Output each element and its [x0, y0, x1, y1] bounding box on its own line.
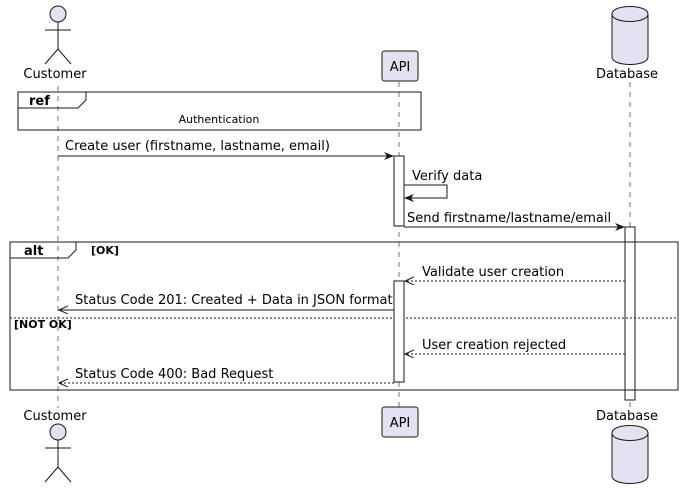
alt-frame: alt [OK] [NOT OK]: [9, 241, 679, 391]
ref-frame: ref Authentication: [17, 91, 422, 131]
alt-not-ok-guard: [NOT OK]: [14, 318, 72, 331]
status-400-label: Status Code 400: Bad Request: [75, 367, 273, 382]
verify-data-arrow: [404, 184, 448, 202]
alt-ok-guard: [OK]: [91, 244, 119, 257]
database-cylinder-icon: [611, 6, 649, 65]
database-label-top: Database: [596, 67, 658, 82]
create-user-label: Create user (firstname, lastname, email): [65, 139, 330, 154]
api-box-bottom: [381, 406, 419, 438]
api-box-top: [381, 50, 419, 82]
customer-label-bottom: Customer: [23, 409, 87, 424]
ref-label: Authentication: [179, 113, 260, 126]
api-label-top: API: [390, 60, 411, 75]
status-201-label: Status Code 201: Created + Data in JSON …: [75, 293, 393, 308]
api-participant-bottom: API: [381, 406, 419, 438]
send-fields-label: Send firstname/lastname/email: [407, 211, 611, 226]
database-activation: [624, 226, 636, 401]
api-activation-1: [393, 155, 405, 227]
api-participant-top: API: [381, 50, 419, 82]
validate-label: Validate user creation: [422, 265, 564, 280]
verify-data-label: Verify data: [412, 169, 482, 184]
rejected-label: User creation rejected: [422, 338, 566, 353]
api-label-bottom: API: [390, 416, 411, 431]
database-participant-bottom: Database: [596, 409, 658, 484]
database-cylinder-icon-bottom: [611, 425, 649, 484]
alt-tag: alt: [24, 244, 43, 259]
customer-actor-icon: [44, 5, 72, 65]
customer-participant-bottom: Customer: [23, 409, 87, 483]
database-participant-top: Database: [596, 6, 658, 82]
customer-label-top: Customer: [23, 67, 87, 82]
customer-actor-icon-bottom: [44, 423, 72, 483]
database-label-bottom: Database: [596, 409, 658, 424]
api-activation-2: [393, 280, 405, 383]
customer-participant-top: Customer: [23, 5, 87, 82]
ref-tag: ref: [29, 94, 50, 109]
